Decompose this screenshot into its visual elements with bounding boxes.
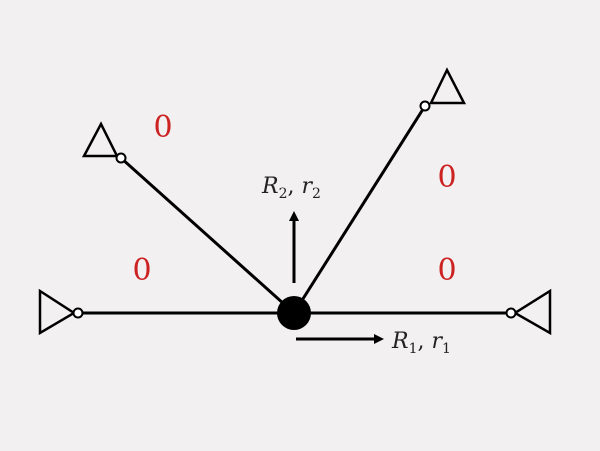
vector-label-r1: R1, r1 bbox=[391, 329, 451, 357]
endpoint-right bbox=[505, 307, 517, 319]
region-label-left: 0 bbox=[132, 253, 151, 288]
triangle-upper-left-icon bbox=[81, 121, 120, 158]
edge-upper-right bbox=[292, 105, 427, 314]
endpoint-upper-right bbox=[419, 100, 431, 112]
triangle-right-icon bbox=[512, 288, 552, 336]
triangle-upper-right-icon bbox=[429, 67, 467, 105]
region-label-upper-left: 0 bbox=[153, 110, 172, 145]
center-node bbox=[277, 296, 311, 330]
endpoint-upper-left bbox=[115, 152, 127, 164]
region-label-right-lower: 0 bbox=[437, 253, 456, 288]
triangle-left-icon bbox=[38, 288, 77, 336]
endpoint-left bbox=[72, 307, 84, 319]
edge-upper-left bbox=[119, 156, 296, 315]
vector-label-r2: R2, r2 bbox=[261, 174, 321, 202]
region-label-right-upper: 0 bbox=[437, 160, 456, 195]
